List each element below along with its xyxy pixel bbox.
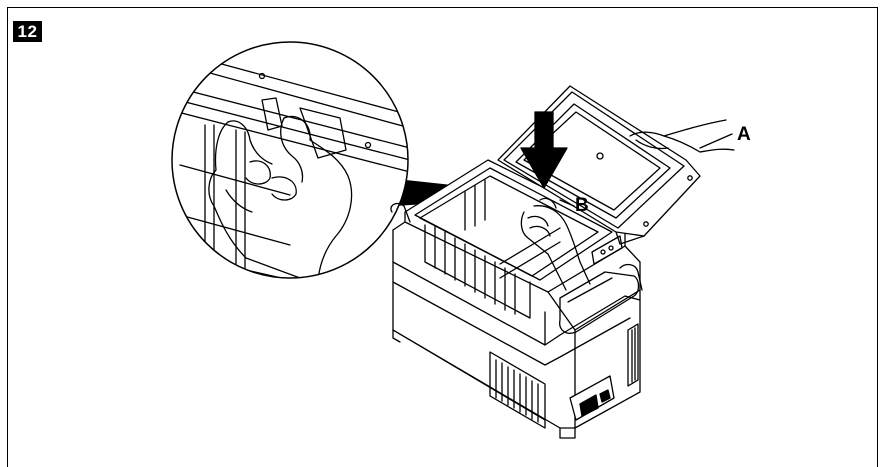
hand-icon xyxy=(520,119,735,291)
callout-label-b: B xyxy=(575,195,589,216)
callout-a-leader xyxy=(699,133,733,149)
downward-arrow-icon xyxy=(520,111,568,189)
callout-label-a: A xyxy=(737,124,751,145)
cooler-box-icon xyxy=(390,159,643,439)
magnifier-circle-icon xyxy=(171,41,409,279)
step-number-badge: 12 xyxy=(13,21,42,42)
callout-b-leader xyxy=(559,199,575,207)
figure-frame xyxy=(7,7,878,467)
